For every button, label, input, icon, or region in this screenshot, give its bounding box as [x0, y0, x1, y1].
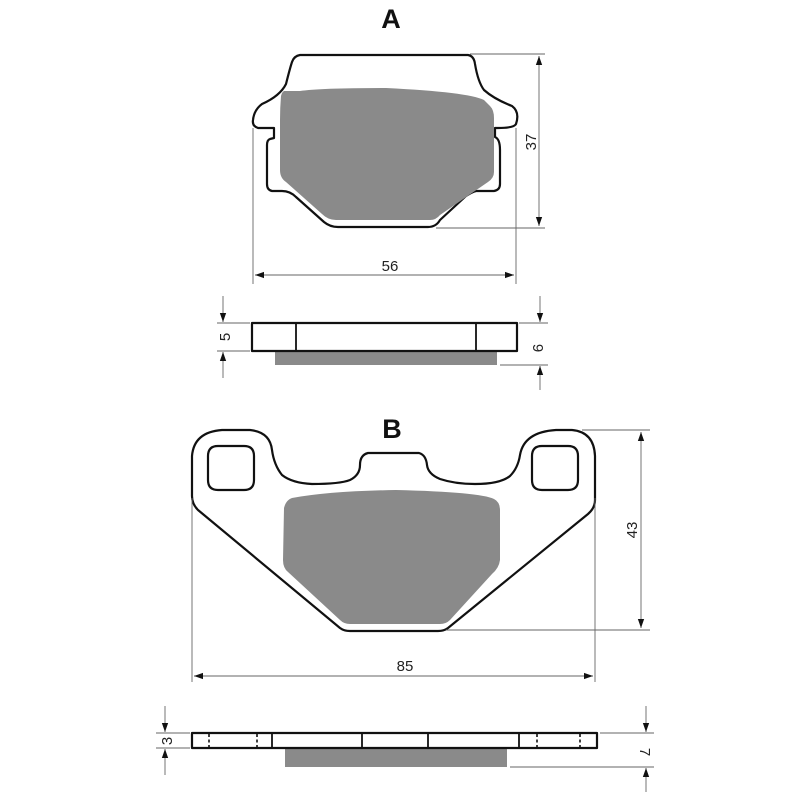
pad-a-front-view: [251, 53, 519, 229]
pad-a-height-dimension: [436, 53, 545, 229]
pad-b-height-dimension: [446, 429, 650, 631]
pad-b-right-mounting-hole: [530, 444, 580, 492]
pad-b-backing-thickness-dimension: [156, 706, 190, 775]
pad-a-width-label: 56: [382, 258, 399, 275]
pad-b-left-mounting-hole: [206, 444, 256, 492]
pad-a-backing-thickness-dimension: [217, 296, 250, 378]
pad-b-total-thickness-label: 7: [636, 748, 653, 756]
pad-b-side-view: [190, 731, 599, 767]
pad-a-side-friction: [275, 351, 497, 365]
pad-b-front-view: [190, 428, 597, 633]
pad-a-total-thickness-dimension: [500, 296, 548, 390]
pad-b-total-thickness-dimension: [510, 706, 654, 792]
pad-a-label: A: [381, 4, 401, 34]
pad-a-backing-thickness-label: 5: [217, 333, 234, 341]
pad-b-side-backing: [190, 731, 599, 750]
pad-a-width-dimension: [252, 128, 517, 284]
pad-b-friction-material: [283, 490, 500, 624]
pad-b-side-friction: [285, 748, 507, 767]
pad-a-friction-material: [280, 88, 494, 220]
pad-a-total-thickness-label: 9: [529, 344, 546, 352]
pad-a-height-label: 37: [523, 134, 540, 151]
pad-b-label: B: [382, 414, 402, 444]
pad-a-side-view: [250, 321, 519, 365]
pad-b-width-dimension: [191, 498, 596, 682]
pad-b-width-label: 85: [397, 658, 414, 675]
pad-b-backing-thickness-label: 3: [159, 737, 176, 745]
pad-b-height-label: 43: [624, 522, 641, 539]
pad-a-side-backing: [250, 321, 519, 353]
